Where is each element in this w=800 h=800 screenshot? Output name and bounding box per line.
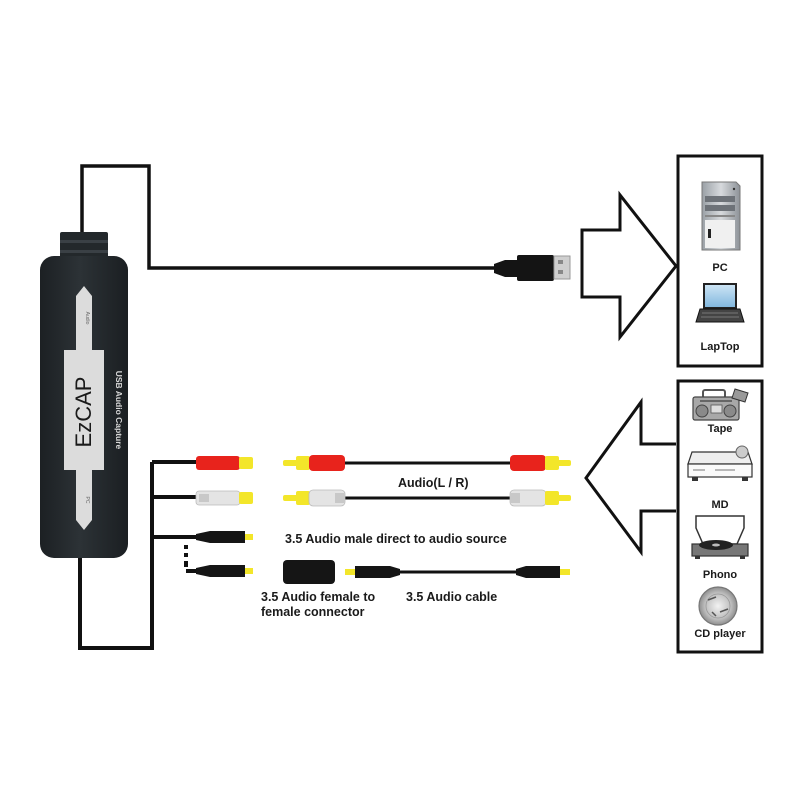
desktop-tower-icon bbox=[701, 181, 741, 251]
usb-plug bbox=[494, 255, 571, 281]
rca-white-female-plug bbox=[195, 490, 253, 506]
usb-connector-icon bbox=[553, 255, 571, 280]
device-brand: EzCAP bbox=[71, 377, 96, 448]
device-top-mark: Audio bbox=[84, 312, 90, 325]
female-coupler-icon bbox=[283, 560, 335, 584]
rca-cable-label: Audio(L / R) bbox=[398, 476, 469, 490]
source-label-phono: Phono bbox=[703, 569, 737, 581]
rca-red-cable bbox=[283, 455, 571, 471]
minidisc-player-icon bbox=[687, 445, 753, 481]
arrow-to-computer-icon bbox=[580, 190, 678, 342]
male-3-5mm-plug-lower bbox=[196, 565, 253, 577]
device-subtitle: USB Audio Capture bbox=[114, 371, 124, 450]
source-label-cd-player: CD player bbox=[694, 628, 746, 640]
usb-cable-wire bbox=[80, 164, 498, 270]
female-connector-label-line1: 3.5 Audio female to bbox=[261, 590, 376, 604]
alternate-plug-indicator bbox=[184, 545, 200, 573]
cd-player-icon bbox=[698, 586, 738, 626]
audio-3-5mm-cable bbox=[345, 566, 570, 578]
rca-white-cable bbox=[283, 489, 571, 507]
turntable-icon bbox=[691, 515, 749, 559]
device-connector-cap bbox=[60, 232, 108, 262]
audio-cable-label: 3.5 Audio cable bbox=[406, 590, 497, 604]
usb-plug-body bbox=[517, 255, 554, 281]
device-bottom-mark: PC bbox=[84, 497, 90, 504]
male-direct-label: 3.5 Audio male direct to audio source bbox=[285, 532, 507, 546]
device-label-panel bbox=[64, 286, 104, 530]
source-label-tape: Tape bbox=[708, 423, 733, 435]
computer-label-pc: PC bbox=[712, 262, 727, 274]
audio-cable-wire bbox=[78, 460, 200, 650]
computer-panel: PC LapTop bbox=[676, 154, 764, 368]
boombox-icon bbox=[692, 388, 749, 421]
laptop-icon bbox=[695, 283, 745, 323]
computer-label-laptop: LapTop bbox=[701, 341, 740, 353]
source-label-md: MD bbox=[711, 499, 728, 511]
arrow-from-source-icon bbox=[584, 397, 676, 557]
audio-source-panel: Tape MD Phono CD bbox=[676, 379, 764, 654]
female-connector-label-line2: female connector bbox=[261, 605, 365, 619]
male-3-5mm-plug bbox=[196, 531, 253, 543]
rca-red-female-plug bbox=[196, 456, 253, 470]
ezcap-device: EzCAP USB Audio Capture Audio PC bbox=[40, 232, 128, 558]
